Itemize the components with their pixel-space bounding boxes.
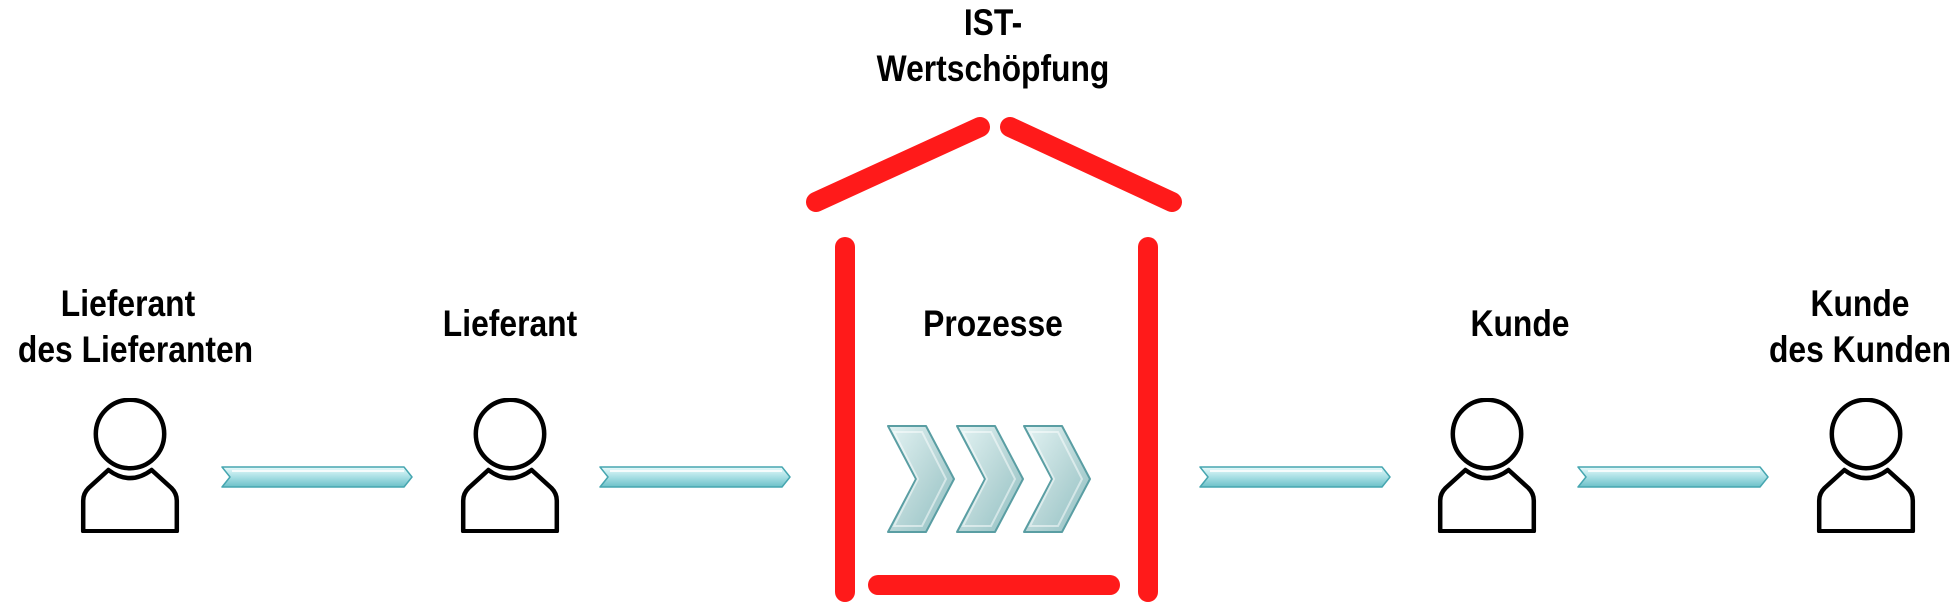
frame-roof-right	[1000, 117, 1182, 212]
process-chevrons-icon	[887, 425, 1091, 533]
person-icon-supplier	[463, 400, 557, 531]
label-customer-of-customer-line2: des Kunden	[1768, 329, 1952, 370]
flow-arrow-3	[1199, 466, 1391, 488]
label-supplier-of-supplier-line1: Lieferant	[60, 283, 196, 324]
process-chevron-2	[956, 425, 1024, 533]
person-icon-supplier-of-supplier	[83, 400, 177, 531]
person-icon-customer-of-customer	[1819, 400, 1913, 531]
flow-arrow-2	[599, 466, 791, 488]
process-chevron-3	[1023, 425, 1091, 533]
label-processes: Prozesse	[890, 301, 1096, 347]
process-chevron-1	[887, 425, 955, 533]
label-supplier-of-supplier: Lieferant des Lieferanten	[17, 281, 254, 373]
label-supplier-of-supplier-line2: des Lieferanten	[17, 329, 254, 370]
label-processes-text: Prozesse	[923, 303, 1063, 344]
flow-arrow-4	[1577, 466, 1769, 488]
label-supplier: Lieferant	[407, 301, 613, 347]
diagram-title: IST- Wertschöpfung	[864, 0, 1122, 92]
label-supplier-text: Lieferant	[442, 303, 578, 344]
diagram-title-line1: IST-	[963, 2, 1023, 43]
person-icon-customer	[1440, 400, 1534, 531]
diagram-title-line2: Wertschöpfung	[876, 48, 1110, 89]
label-customer-of-customer-line1: Kunde	[1810, 283, 1910, 324]
wertschoepfung-frame	[806, 117, 1182, 602]
frame-roof-left	[806, 117, 990, 212]
label-customer-text: Kunde	[1470, 303, 1570, 344]
label-customer-of-customer: Kunde des Kunden	[1748, 281, 1960, 373]
flow-arrow-1	[221, 466, 413, 488]
label-customer: Kunde	[1417, 301, 1623, 347]
